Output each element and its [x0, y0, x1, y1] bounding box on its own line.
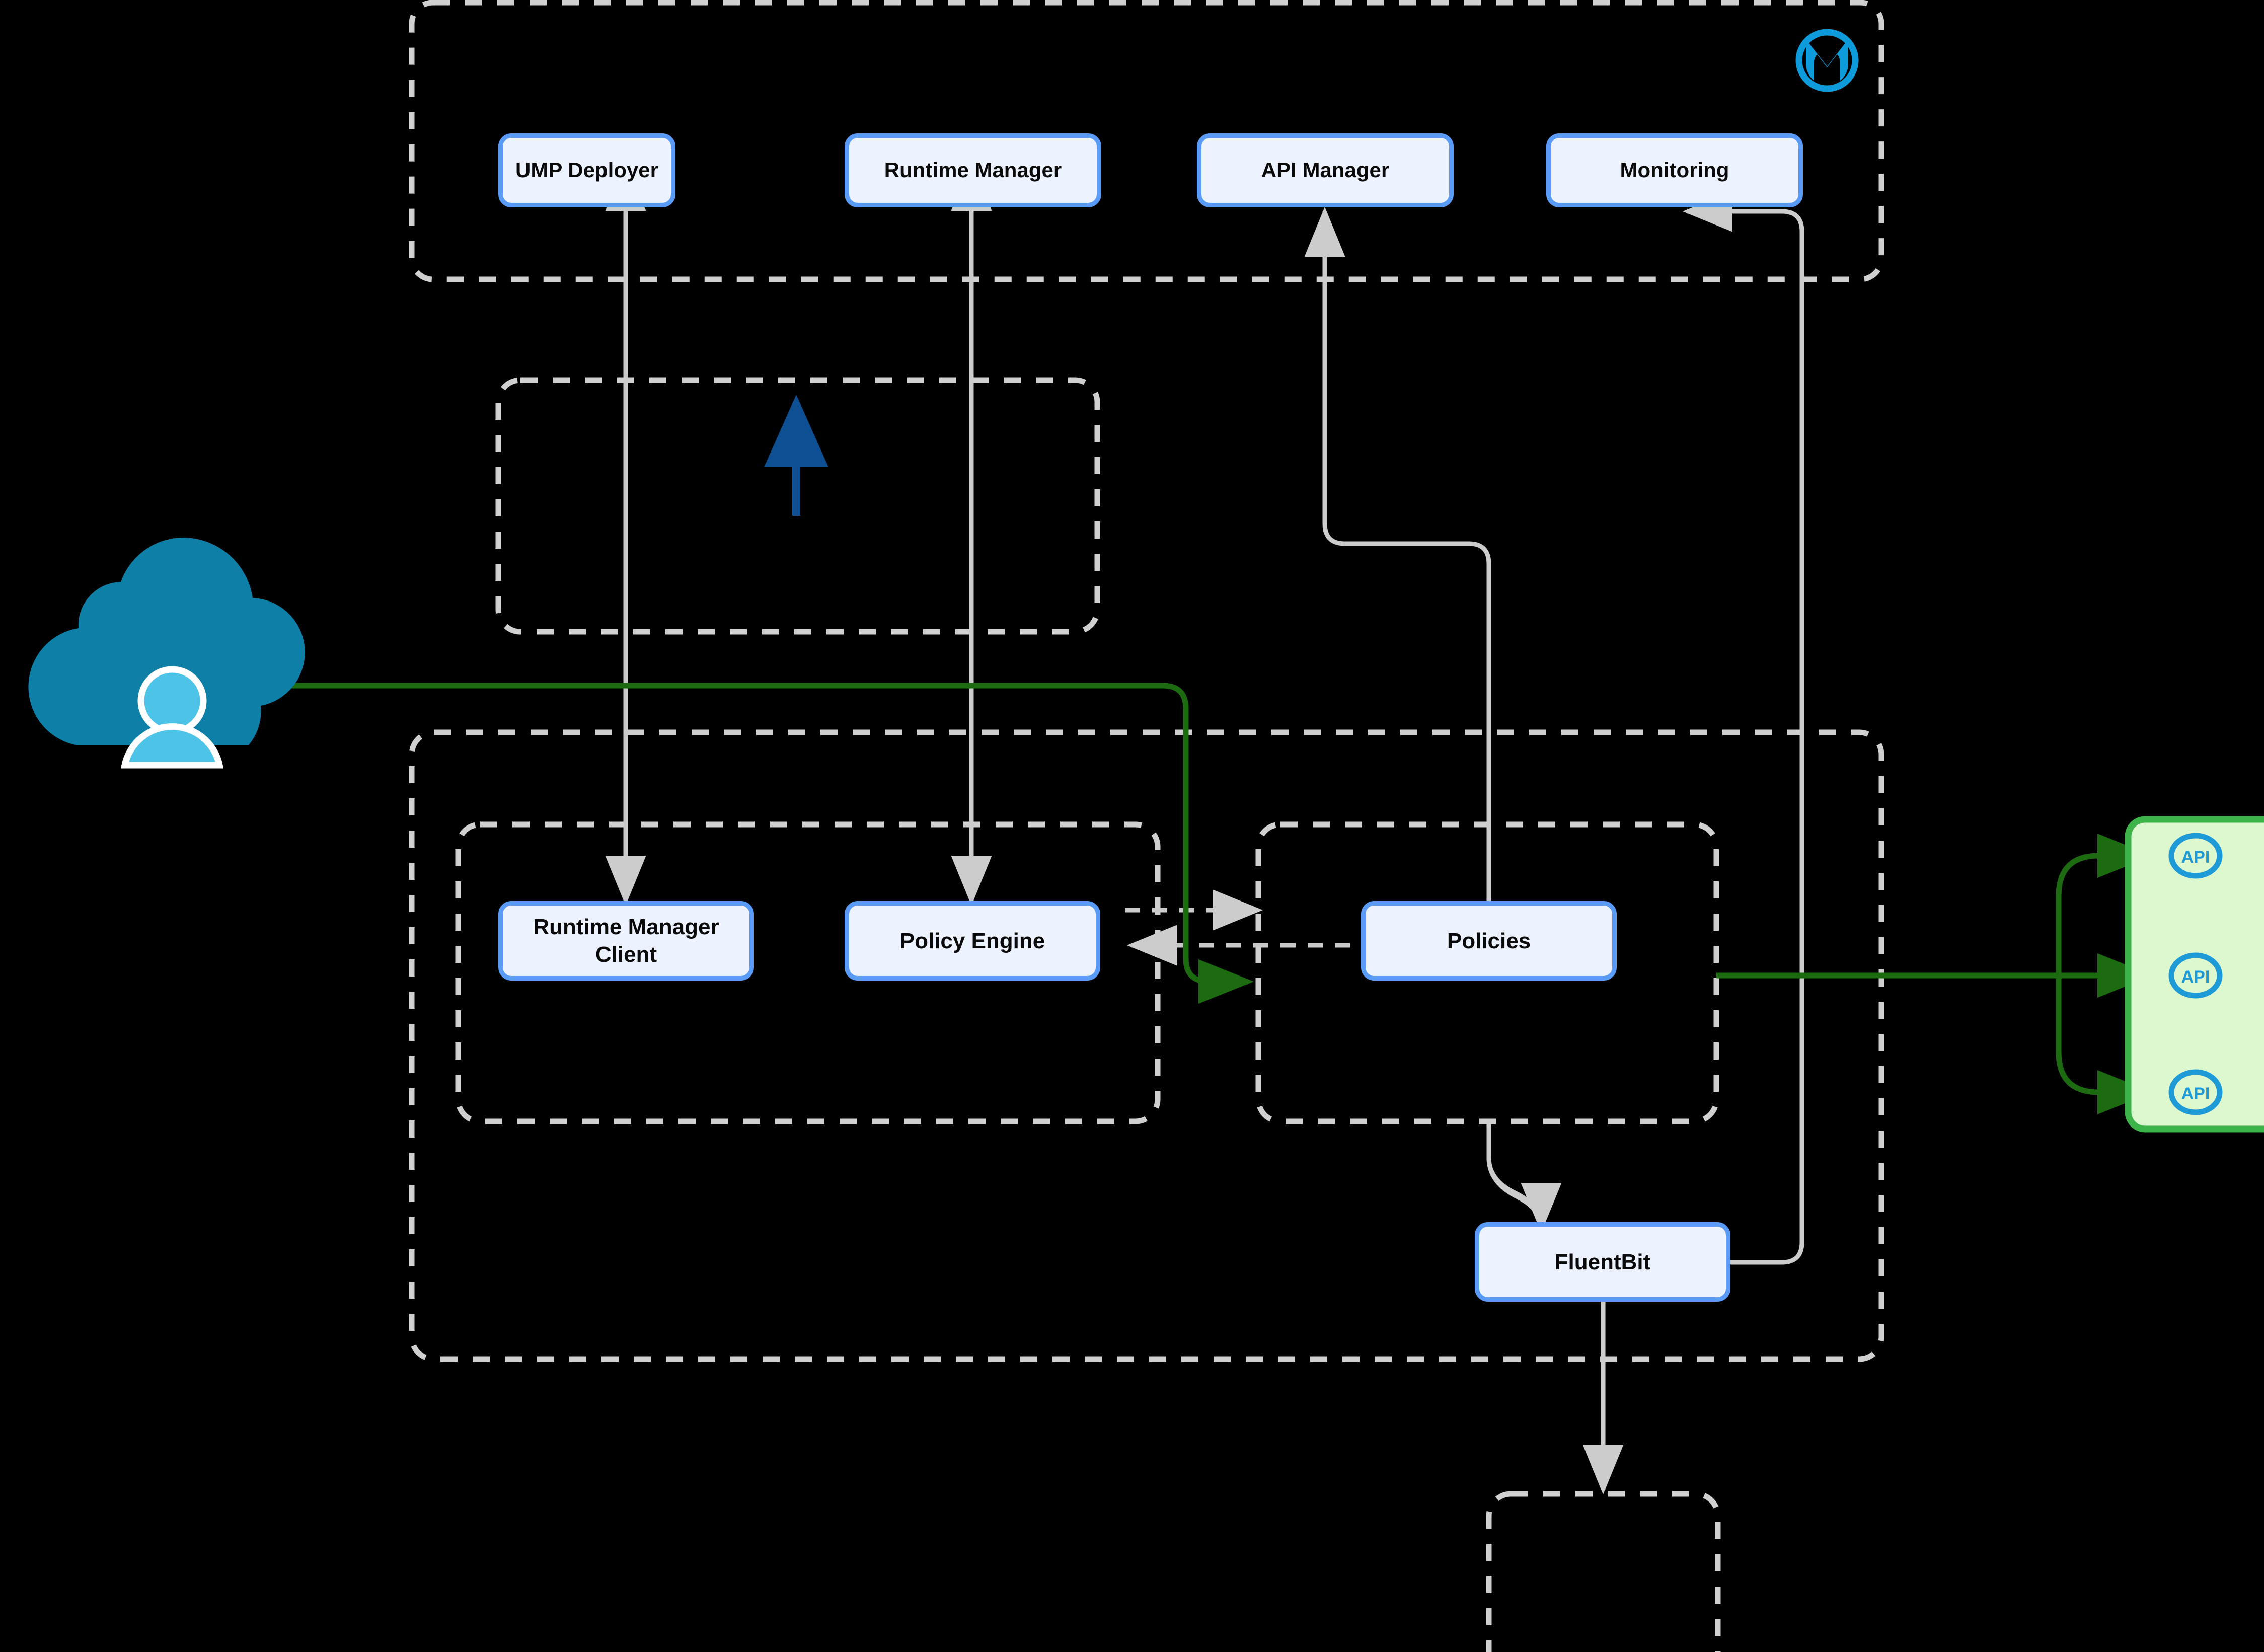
- empty-dashed-zone-bottom: [1486, 1491, 1721, 1652]
- runtime-plane-container: [409, 729, 1884, 1362]
- connector-policies-api3: [2056, 975, 2153, 1114]
- connector-policies-api1: [2056, 834, 2153, 975]
- node-api-manager-label: API Manager: [1261, 158, 1390, 182]
- control-plane-container: [409, 0, 1884, 282]
- api-panel: [2125, 816, 2264, 1133]
- api-2-label: API: [2181, 967, 2210, 987]
- connector-fluentbit-monitoring: [1611, 191, 1804, 1265]
- node-policy-engine-label: Policy Engine: [899, 928, 1045, 953]
- api-3-label: API: [2181, 1084, 2210, 1103]
- agent-group-container: [455, 821, 1161, 1124]
- node-runtime-manager[interactable]: Runtime Manager: [845, 133, 1101, 207]
- empty-dashed-zone: [495, 377, 1100, 635]
- node-fluentbit[interactable]: FluentBit: [1475, 1222, 1730, 1302]
- api-2[interactable]: API: [2168, 952, 2223, 999]
- connector-policies-fluentbit: [1486, 1121, 1544, 1229]
- node-runtime-manager-label: Runtime Manager: [884, 158, 1062, 182]
- api-1-label: API: [2181, 848, 2210, 867]
- connector-policies-fluentbit-arrow: [1486, 1121, 1562, 1233]
- api-3[interactable]: API: [2168, 1069, 2223, 1115]
- node-ump-deployer-label: UMP Deployer: [515, 158, 658, 182]
- node-ump-deployer[interactable]: UMP Deployer: [498, 133, 675, 207]
- node-policies-label: Policies: [1447, 928, 1531, 953]
- node-runtime-manager-client-label: Runtime Manager Client: [523, 913, 729, 968]
- api-1[interactable]: API: [2168, 833, 2223, 879]
- connector-clouduser-policies: [237, 683, 1254, 1004]
- connector-policies-apimanager: [1304, 207, 1491, 901]
- node-monitoring-label: Monitoring: [1620, 158, 1729, 182]
- node-policies[interactable]: Policies: [1361, 901, 1617, 981]
- node-policy-engine[interactable]: Policy Engine: [845, 901, 1100, 981]
- node-fluentbit-label: FluentBit: [1554, 1249, 1651, 1274]
- node-rmclient-line1: Runtime Manager: [533, 915, 719, 939]
- cloud-user-icon: [28, 537, 305, 769]
- node-runtime-manager-client[interactable]: Runtime Manager Client: [498, 901, 754, 981]
- node-rmclient-line2: Client: [595, 942, 657, 967]
- mulesoft-logo: [1795, 29, 1859, 92]
- node-api-manager[interactable]: API Manager: [1197, 133, 1454, 207]
- node-monitoring[interactable]: Monitoring: [1546, 133, 1803, 207]
